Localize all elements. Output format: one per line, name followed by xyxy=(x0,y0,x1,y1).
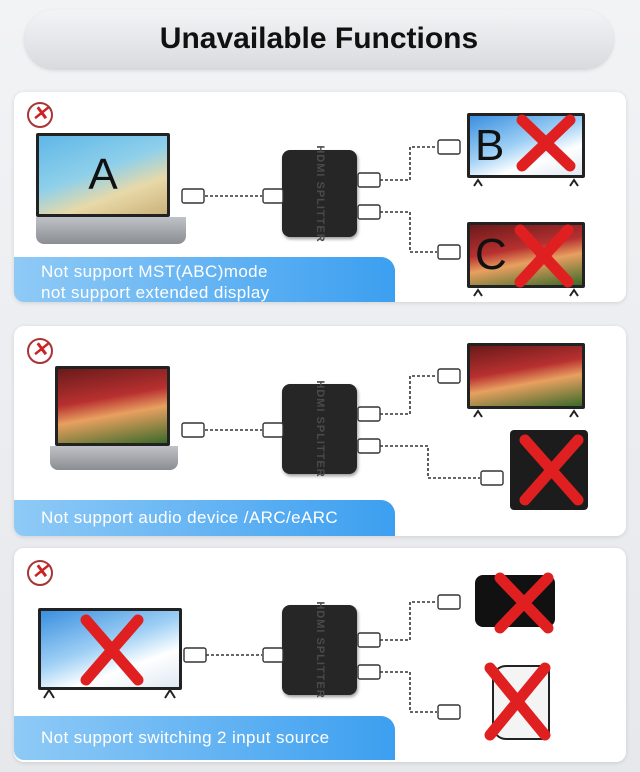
caption-label: Not support audio device /ARC/eARC xyxy=(14,500,395,536)
source-letter: A xyxy=(88,150,118,199)
hdmi-splitter: HDMI SPLITTER xyxy=(282,601,357,699)
caption-line: Not support switching 2 input source xyxy=(41,728,330,747)
laptop-base xyxy=(36,217,186,244)
x-circle-icon: ✕ xyxy=(27,102,53,128)
page-title: Unavailable Functions xyxy=(25,10,613,68)
hdmi-plug-icon xyxy=(357,632,381,648)
hdmi-plug-icon xyxy=(181,422,205,438)
hdmi-plug-icon xyxy=(262,647,284,663)
display-letter: B xyxy=(475,120,505,170)
x-circle-icon: ✕ xyxy=(27,560,53,586)
laptop-screen xyxy=(55,366,170,446)
hdmi-plug-icon xyxy=(437,594,461,610)
caption-line: not support extended display xyxy=(41,283,270,302)
hdmi-plug-icon xyxy=(357,406,381,422)
hdmi-plug-icon xyxy=(181,188,205,204)
hdmi-plug-icon xyxy=(437,139,461,155)
hdmi-plug-icon xyxy=(357,172,381,188)
hdmi-splitter: HDMI SPLITTER xyxy=(282,145,357,242)
hdmi-plug-icon xyxy=(357,664,381,680)
caption-line: Not support audio device /ARC/eARC xyxy=(41,508,339,527)
hdmi-splitter: HDMI SPLITTER xyxy=(282,380,357,478)
red-x-icon xyxy=(80,114,584,741)
caption-line: Not support MST(ABC)mode xyxy=(41,262,268,281)
hdmi-plug-icon xyxy=(437,244,461,260)
hdmi-plug-icon xyxy=(437,368,461,384)
display-letter: C xyxy=(475,230,507,279)
hdmi-plug-icon xyxy=(480,470,504,486)
laptop-screen: A xyxy=(36,133,170,217)
x-circle-icon: ✕ xyxy=(27,338,53,364)
laptop-base xyxy=(50,446,178,470)
caption-label: Not support MST(ABC)mode not support exte… xyxy=(14,257,395,302)
tv xyxy=(467,343,585,409)
hdmi-plug-icon xyxy=(262,422,284,438)
hdmi-plug-icon xyxy=(357,204,381,220)
hdmi-plug-icon xyxy=(437,704,461,720)
hdmi-plug-icon xyxy=(357,438,381,454)
caption-label: Not support switching 2 input source xyxy=(14,716,395,760)
hdmi-plug-icon xyxy=(183,647,207,663)
hdmi-plug-icon xyxy=(262,188,284,204)
